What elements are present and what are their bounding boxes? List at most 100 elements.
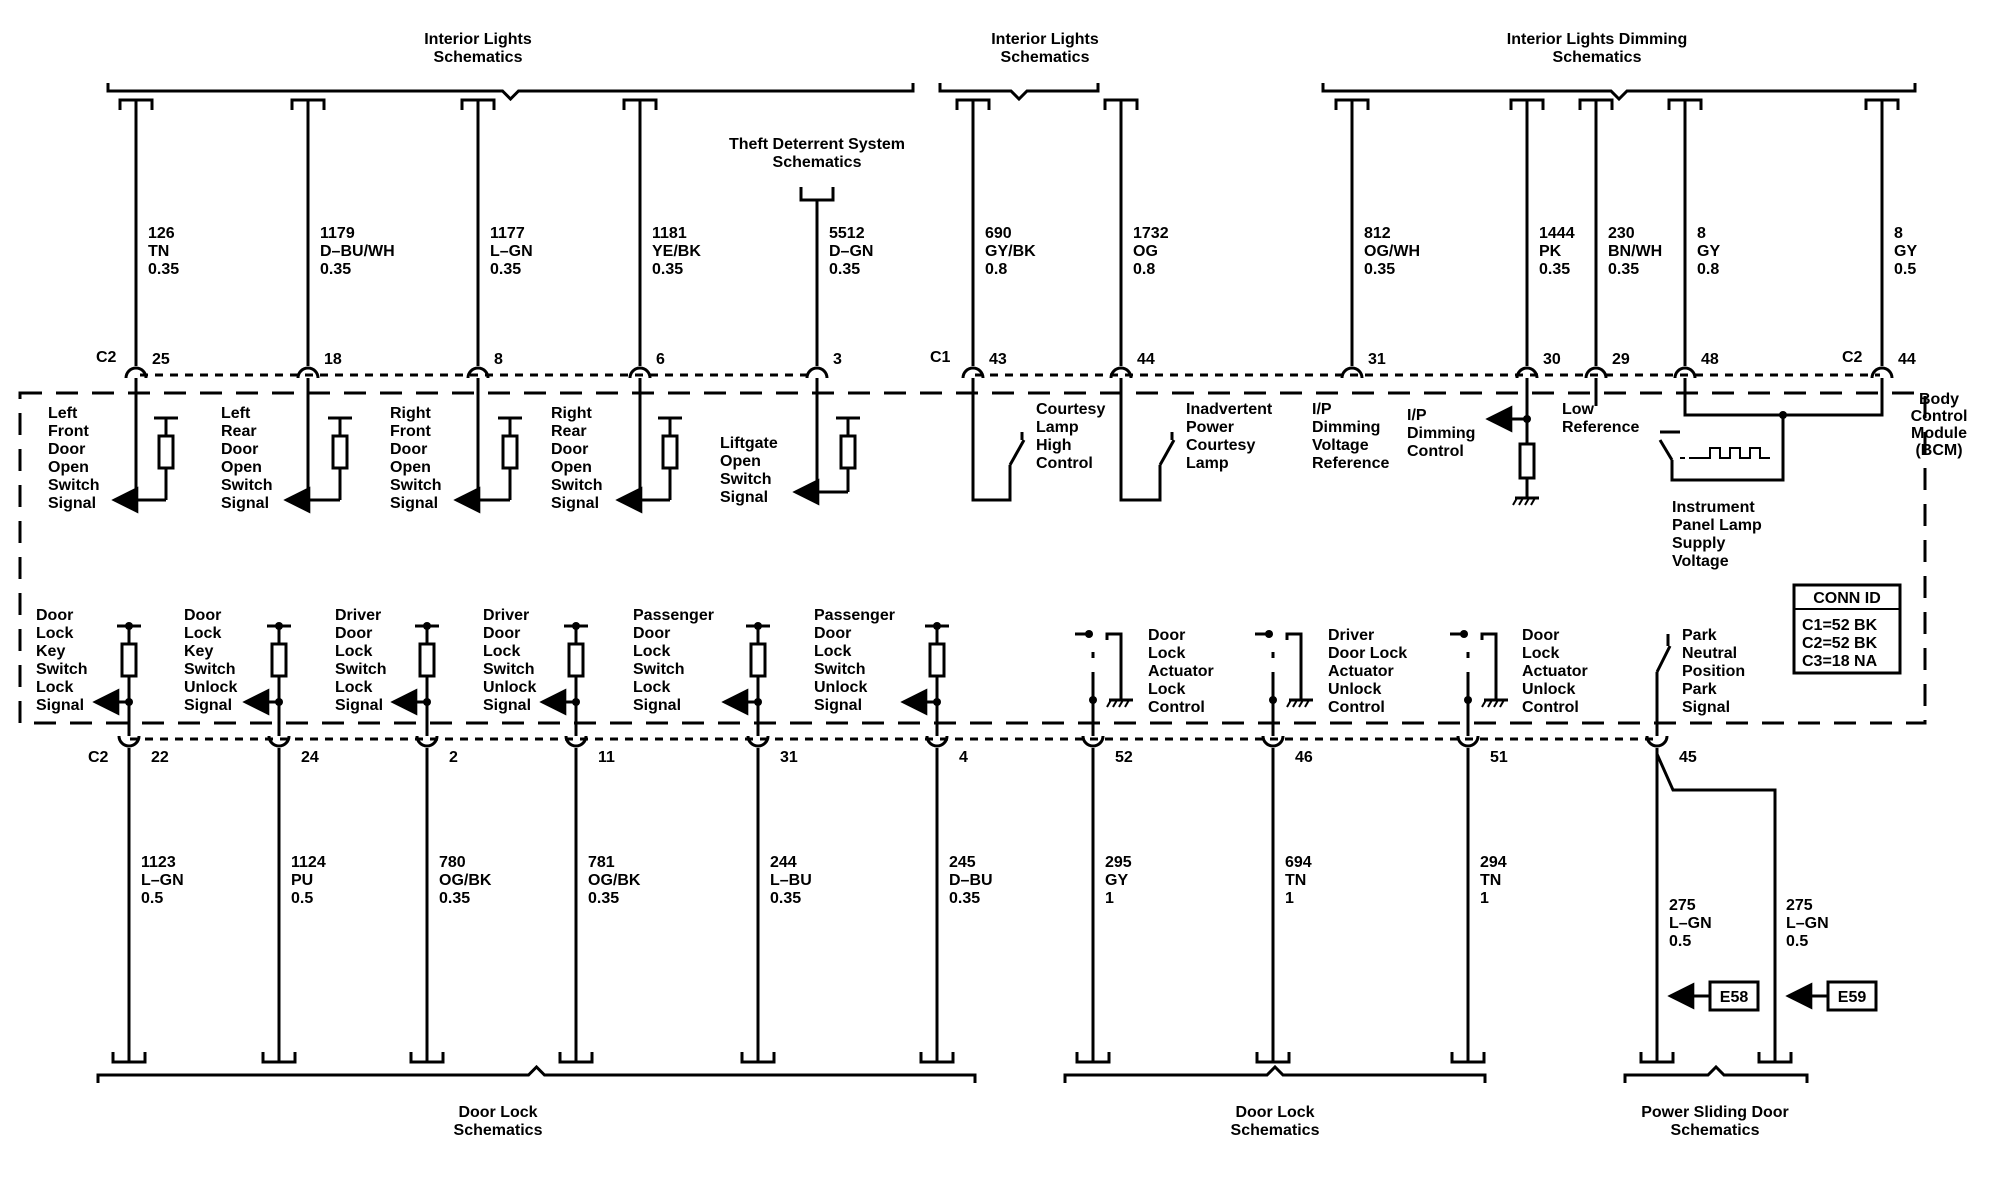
signal-label: Signal <box>36 697 84 714</box>
top-group-label: Interior Lights Dimming <box>1507 31 1687 48</box>
ref-label: E59 <box>1838 989 1867 1006</box>
pin-number: 44 <box>1137 351 1155 368</box>
theft-label: Theft Deterrent System <box>729 136 905 153</box>
top-group-label: Interior Lights <box>424 31 532 48</box>
signal-label: Key <box>184 643 213 660</box>
circuit-number: 1732 <box>1133 225 1169 242</box>
wire-color: D–BU <box>949 872 993 889</box>
ground-symbol <box>1106 699 1112 708</box>
ground-symbol <box>1481 699 1487 708</box>
signal-label: Lock <box>335 679 372 696</box>
pin-connector <box>961 366 985 379</box>
pin-number: 2 <box>449 749 458 766</box>
circuit-number: 1123 <box>141 854 176 871</box>
signal-label: Rear <box>551 423 587 440</box>
pullup-resistor <box>928 642 946 678</box>
wire-gauge: 0.35 <box>1364 261 1395 278</box>
junction-dot <box>1089 696 1097 704</box>
signal-label: Actuator <box>1148 663 1214 680</box>
conn-id-box <box>1792 583 1902 675</box>
bottom-terminal <box>111 1052 147 1064</box>
ground-symbol <box>1518 497 1524 506</box>
signal-label: Driver <box>1328 627 1374 644</box>
wire-color: OG/BK <box>588 872 641 889</box>
pullup-resistor <box>567 642 585 678</box>
signal-label: Door <box>483 625 520 642</box>
signal-label: Voltage <box>1312 437 1369 454</box>
wire-gauge: 0.5 <box>1894 261 1916 278</box>
bottom-terminal <box>919 1052 955 1064</box>
signal-label: Open <box>720 453 761 470</box>
wire-color: OG/WH <box>1364 243 1420 260</box>
pin-number: 48 <box>1701 351 1719 368</box>
circuit-number: 812 <box>1364 225 1391 242</box>
wire-color: L–GN <box>490 243 533 260</box>
pin-number: 29 <box>1612 351 1630 368</box>
wire-color: D–GN <box>829 243 873 260</box>
signal-label: Right <box>390 405 432 422</box>
signal-label: Switch <box>221 477 273 494</box>
pin-number: 8 <box>494 351 503 368</box>
pin-number: 18 <box>324 351 342 368</box>
wire-color: GY <box>1697 243 1720 260</box>
wire-gauge: 0.5 <box>291 890 313 907</box>
bottom-group-label: Schematics <box>1231 1122 1320 1139</box>
bottom-terminal <box>558 1052 594 1064</box>
wire-gauge: 0.35 <box>490 261 521 278</box>
signal-label: Lock <box>633 643 670 660</box>
signal-label: Control <box>1328 699 1385 716</box>
signal-label: Signal <box>720 489 768 506</box>
connector-id: C2 <box>1842 349 1863 366</box>
ground-symbol <box>1524 497 1530 506</box>
pwm-waveform <box>1690 447 1770 459</box>
signal-label: Door <box>36 607 73 624</box>
signal-label: Control <box>1522 699 1579 716</box>
ground-symbol <box>1499 699 1505 708</box>
ground-symbol <box>1112 699 1118 708</box>
ground-symbol <box>1512 497 1518 506</box>
signal-label: Door <box>1522 627 1559 644</box>
wire-gauge: 1 <box>1105 890 1114 907</box>
signal-label: Open <box>390 459 431 476</box>
pullup-resistor <box>120 642 138 678</box>
ground-symbol <box>1530 497 1536 506</box>
pullup-resistor <box>270 642 288 678</box>
wire-color: TN <box>1480 872 1501 889</box>
signal-label: Power <box>1186 419 1234 436</box>
conn-id-title: CONN ID <box>1813 590 1881 607</box>
pin-number: 24 <box>301 749 319 766</box>
switch-contact <box>1008 439 1026 466</box>
signal-label: Lock <box>1522 645 1559 662</box>
pin-connector <box>1261 735 1285 748</box>
ground-symbol <box>1286 699 1292 708</box>
pin-connector <box>805 366 829 379</box>
signal-label: Switch <box>483 661 535 678</box>
signal-label: Passenger <box>633 607 714 624</box>
bcm-label: Control <box>1911 408 1968 425</box>
bcm-label: Module <box>1911 425 1967 442</box>
circuit-number: 230 <box>1608 225 1635 242</box>
circuit-number: 694 <box>1285 854 1312 871</box>
courtesy-switch-wire <box>971 378 1012 502</box>
pin-connector <box>466 366 490 379</box>
signal-label: Door Lock <box>1328 645 1407 662</box>
pin-connector <box>124 366 148 379</box>
signal-label: Door <box>633 625 670 642</box>
circuit-number: 1181 <box>652 225 687 242</box>
wire-color: L–GN <box>1786 915 1829 932</box>
pullup-0-resistor <box>157 434 175 470</box>
wire-gauge: 0.35 <box>439 890 470 907</box>
top-group-label: Schematics <box>1001 49 1090 66</box>
pin-number: 31 <box>780 749 798 766</box>
signal-label: Switch <box>335 661 387 678</box>
pin-connector <box>1673 366 1697 379</box>
signal-label: Switch <box>48 477 100 494</box>
bcm-label: Body <box>1919 391 1959 408</box>
ref-label: E58 <box>1720 989 1749 1006</box>
bottom-group-label: Schematics <box>1671 1122 1760 1139</box>
signal-label: I/P <box>1312 401 1332 418</box>
signal-label: Courtesy <box>1186 437 1255 454</box>
pin-number: 52 <box>1115 749 1133 766</box>
signal-label: High <box>1036 437 1072 454</box>
